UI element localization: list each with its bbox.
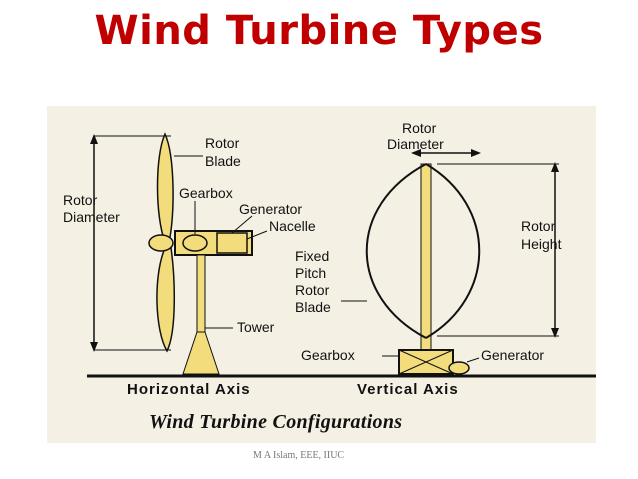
label-vawt-rotor-diameter-1: Rotor <box>402 120 437 136</box>
label-rotor-height-1: Rotor <box>521 218 556 234</box>
label-vawt-generator: Generator <box>481 347 545 363</box>
label-rotor-blade-1: Rotor <box>205 135 240 151</box>
label-tower: Tower <box>237 319 275 335</box>
vawt-generator <box>448 361 470 375</box>
label-rotor-height-2: Height <box>521 236 562 252</box>
vawt-height-arrow-top <box>551 162 559 172</box>
hawt-generator <box>216 232 248 254</box>
label-rotor-blade-2: Blade <box>205 153 241 169</box>
hawt-gearbox <box>182 234 208 252</box>
wind-turbine-figure: Rotor Blade Rotor Diameter Gearbox Gener… <box>47 106 596 443</box>
hawt-tower-base <box>182 331 220 375</box>
label-gearbox: Gearbox <box>179 185 233 201</box>
label-fixed-2: Pitch <box>295 265 327 281</box>
label-rotor-diameter-2: Diameter <box>63 209 120 225</box>
label-fixed-4: Blade <box>295 299 331 315</box>
label-vawt-rotor-diameter-2: Diameter <box>387 136 444 152</box>
label-rotor-diameter-1: Rotor <box>63 192 98 208</box>
slide-footer: M A Islam, EEE, IIUC <box>253 450 345 461</box>
label-generator: Generator <box>239 201 303 217</box>
hawt-hub <box>148 234 174 252</box>
vawt-blade-right <box>425 163 481 339</box>
vawt-height-arrow-bottom <box>551 328 559 338</box>
hawt-diameter-arrow-top <box>90 134 98 144</box>
vawt-housing-cross-2 <box>398 349 454 375</box>
label-vertical-axis: Vertical Axis <box>357 381 459 398</box>
vawt-mast <box>420 163 432 353</box>
label-fixed-3: Rotor <box>295 282 330 298</box>
label-nacelle: Nacelle <box>269 218 316 234</box>
turbine-diagram-svg <box>87 132 596 378</box>
hawt-blade-top <box>156 132 174 243</box>
hawt-diameter-arrow-bottom <box>90 342 98 352</box>
leader-generator <box>231 215 253 234</box>
label-vawt-gearbox: Gearbox <box>301 347 355 363</box>
vawt-diameter-arrow-right <box>471 149 481 157</box>
hawt-blade-bottom <box>156 247 176 353</box>
label-fixed-1: Fixed <box>295 248 330 264</box>
diagram-caption: Wind Turbine Configurations <box>149 411 403 433</box>
vawt-blade-left <box>365 163 427 339</box>
label-horizontal-axis: Horizontal Axis <box>127 381 251 398</box>
slide-title: Wind Turbine Types <box>94 8 544 54</box>
vawt-diameter-arrow-left <box>411 149 421 157</box>
leader-vawt-generator <box>466 357 480 363</box>
leader-nacelle <box>246 230 268 240</box>
